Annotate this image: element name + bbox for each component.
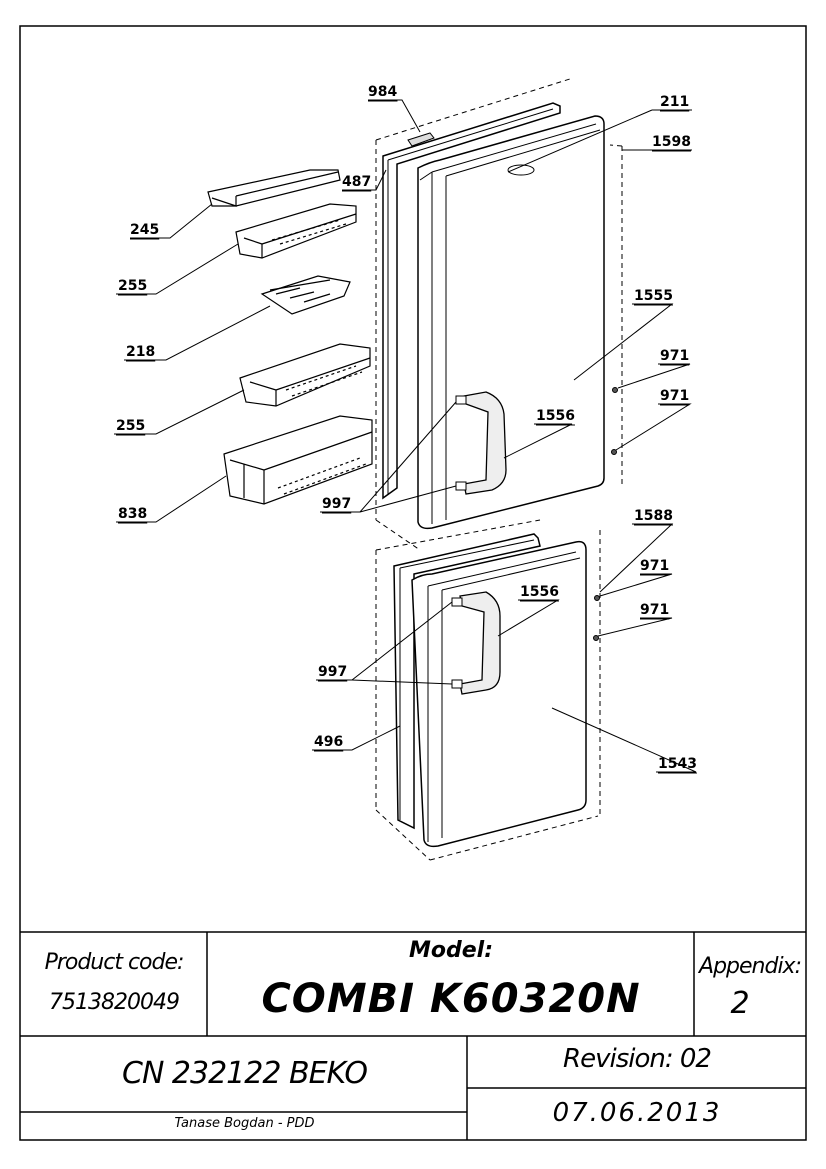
upper-handle xyxy=(463,391,507,495)
cn-code: CN 232122 BEKO xyxy=(122,1056,368,1091)
label-971-b: 971 xyxy=(660,388,689,404)
screw-971-b xyxy=(611,449,617,455)
label-211: 211 xyxy=(660,94,689,110)
label-1588: 1588 xyxy=(634,508,673,524)
label-1556-upper: 1556 xyxy=(536,408,575,424)
label-997-lower: 997 xyxy=(318,664,347,680)
lower-door-group xyxy=(375,519,601,861)
product-code-label: Product code: xyxy=(44,950,185,975)
shelf-cover-245 xyxy=(207,169,341,207)
egg-tray-218 xyxy=(260,275,351,315)
label-255-lower: 255 xyxy=(116,418,145,434)
part-labels: 984 211 1598 487 245 255 218 1555 971 97… xyxy=(116,84,697,774)
label-255-upper: 255 xyxy=(118,278,147,294)
label-1556-lower: 1556 xyxy=(520,584,559,600)
screw-971-c xyxy=(594,595,600,601)
product-code: 7513820049 xyxy=(49,990,180,1015)
label-218: 218 xyxy=(126,344,155,360)
bottle-shelf-838 xyxy=(223,415,373,505)
door-emblem xyxy=(507,164,535,176)
upper-assembly-dashed-frame xyxy=(375,77,623,551)
title-block-grid xyxy=(20,931,806,1140)
author: Tanase Bogdan - PDD xyxy=(174,1116,315,1131)
label-984: 984 xyxy=(368,84,397,100)
appendix-number: 2 xyxy=(730,986,750,1021)
label-496: 496 xyxy=(314,734,343,750)
shelves-group xyxy=(207,169,373,505)
label-1555: 1555 xyxy=(634,288,673,304)
lower-assembly-dashed-frame xyxy=(375,519,601,861)
label-997-upper: 997 xyxy=(322,496,351,512)
top-cap-984 xyxy=(407,132,435,147)
lower-gasket xyxy=(393,533,541,830)
drawing-frame xyxy=(19,25,807,1141)
label-838: 838 xyxy=(118,506,147,522)
label-487: 487 xyxy=(342,174,371,190)
lower-handle xyxy=(459,591,501,695)
upper-door-group xyxy=(375,77,623,551)
door-shelf-255-upper xyxy=(235,203,357,259)
door-shelf-255-lower xyxy=(239,343,371,407)
label-971-a: 971 xyxy=(660,348,689,364)
lower-door-body xyxy=(411,540,587,848)
upper-gasket xyxy=(382,102,561,500)
label-1543: 1543 xyxy=(658,756,697,772)
appendix-label: Appendix: xyxy=(699,954,802,979)
label-1598: 1598 xyxy=(652,134,691,150)
model-name: COMBI K60320N xyxy=(261,976,641,1022)
label-971-d: 971 xyxy=(640,602,669,618)
screw-971-a xyxy=(612,387,618,393)
leader-lines xyxy=(114,99,697,773)
label-971-c: 971 xyxy=(640,558,669,574)
label-245: 245 xyxy=(130,222,159,238)
screw-971-d xyxy=(593,635,599,641)
revision: Revision: 02 xyxy=(563,1044,712,1074)
model-label: Model: xyxy=(408,938,493,963)
date: 07.06.2013 xyxy=(552,1098,722,1128)
